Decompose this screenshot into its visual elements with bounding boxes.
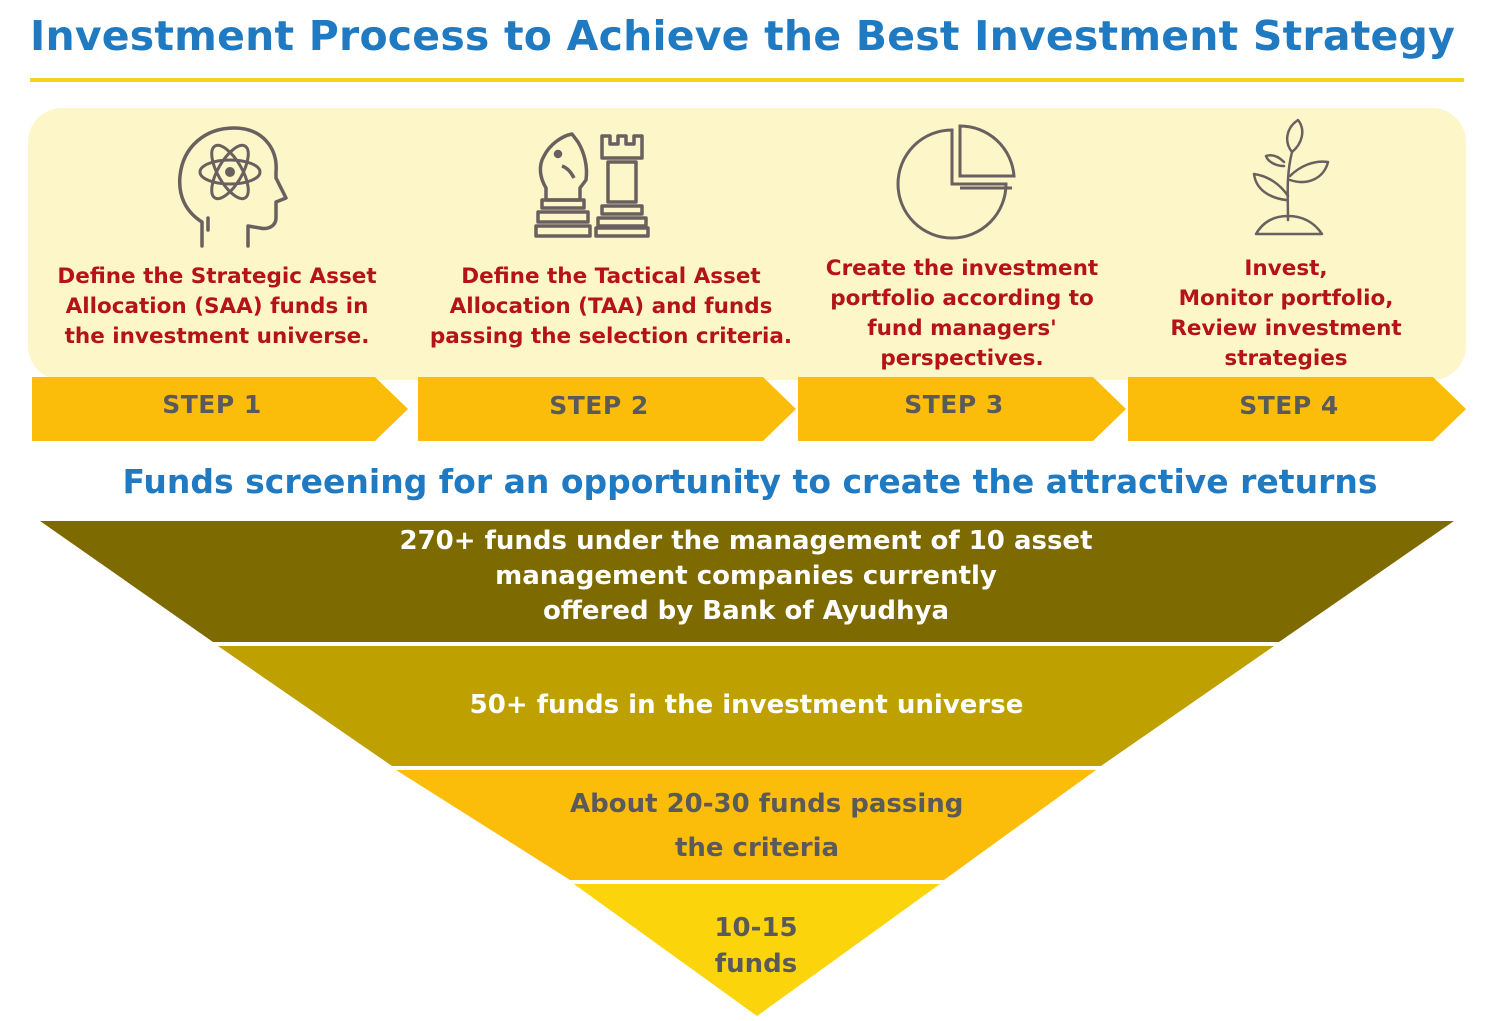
funnel-level-3-text: About 20-30 funds passing the criteria (570, 789, 964, 863)
head-atom-icon (177, 126, 288, 248)
step-2-label: STEP 2 (549, 391, 649, 420)
funnel-level-3 (396, 770, 1096, 880)
title-underline (30, 78, 1464, 82)
funnel-level-4-text: 10-15 funds (714, 913, 798, 979)
funnel-heading: Funds screening for an opportunity to cr… (122, 462, 1378, 501)
funnel-level-2 (218, 646, 1274, 766)
page-title: Investment Process to Achieve the Best I… (30, 12, 1455, 60)
funnel-level-2-text: 50+ funds in the investment universe (469, 690, 1024, 720)
step-2-arrow (418, 377, 796, 441)
step-4-description: Invest, Monitor portfolio, Review invest… (1170, 256, 1402, 371)
pie-chart-icon (896, 124, 1016, 240)
step-3-description: Create the investment portfolio accordin… (825, 256, 1099, 371)
step-1-arrow (32, 377, 408, 441)
funnel-level-4 (574, 884, 940, 1016)
funnel-level-1 (40, 521, 1454, 642)
steps-panel (28, 108, 1466, 380)
chess-pieces-icon (534, 132, 650, 238)
funnel-level-1-text: 270+ funds under the management of 10 as… (399, 526, 1093, 626)
step-4-label: STEP 4 (1239, 391, 1339, 420)
step-2-description: Define the Tactical Asset Allocation (TA… (429, 264, 793, 349)
step-3-arrow (798, 377, 1126, 441)
step-3-label: STEP 3 (904, 390, 1004, 419)
step-1-label: STEP 1 (162, 390, 262, 419)
step-4-arrow (1128, 377, 1466, 441)
step-1-description: Define the Strategic Asset Allocation (S… (57, 264, 377, 349)
plant-sprout-icon (1252, 118, 1330, 236)
